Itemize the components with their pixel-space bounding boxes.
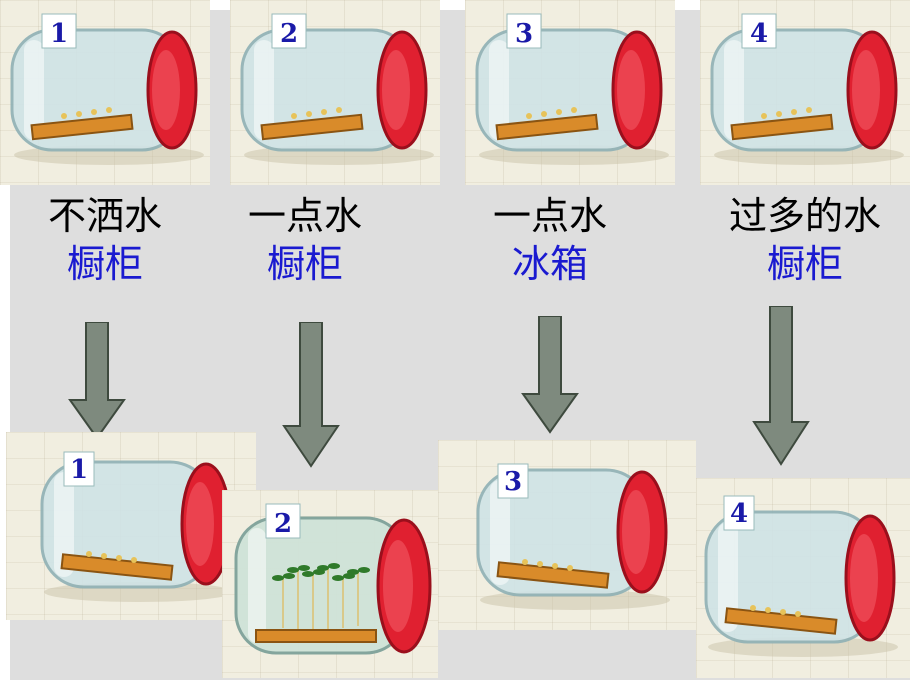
jar-photo-top-4: 4	[700, 0, 910, 185]
jar-4-after: 4	[704, 495, 898, 657]
experiment-label-3: 一点水 冰箱	[465, 192, 635, 288]
sprouts-group	[282, 568, 359, 632]
jar-photo-bottom-1: 1	[6, 432, 256, 620]
condition-label-2: 一点水	[247, 194, 362, 238]
jar-number-bottom-3: 3	[504, 467, 522, 497]
down-arrow-icon-1	[68, 322, 126, 440]
jar-photo-top-1: 1	[0, 0, 210, 185]
jar-1-after: 1	[40, 451, 234, 602]
jar-photo-bottom-3: 3	[438, 440, 696, 630]
place-label-3: 冰箱	[511, 242, 588, 286]
place-label-1: 橱柜	[66, 242, 143, 286]
down-arrow-icon-4	[752, 306, 810, 466]
jar-photo-bottom-2: 2	[222, 490, 438, 678]
experiment-label-4: 过多的水 橱柜	[700, 192, 910, 288]
jar-3-after: 3	[476, 463, 670, 610]
condition-label-4: 过多的水	[728, 194, 881, 238]
jar-1-before: 1	[10, 13, 204, 165]
jar-photo-top-3: 3	[465, 0, 675, 185]
jar-photo-bottom-4: 4	[696, 478, 910, 678]
place-label-2: 橱柜	[266, 242, 343, 286]
condition-label-1: 不洒水	[47, 194, 162, 238]
experiment-label-2: 一点水 橱柜	[220, 192, 390, 288]
condition-label-3: 一点水	[492, 194, 607, 238]
jar-3-before: 3	[475, 13, 669, 165]
jar-number-bottom-1: 1	[70, 455, 88, 485]
down-arrow-icon-3	[521, 316, 579, 434]
jar-number-bottom-4: 4	[730, 499, 748, 529]
jar-number-bottom-2: 2	[274, 509, 292, 539]
jar-photo-top-2: 2	[230, 0, 440, 185]
jar-4-before: 4	[710, 13, 904, 165]
experiment-label-1: 不洒水 橱柜	[20, 192, 190, 288]
jar-2-after: 2	[234, 503, 432, 655]
jar-number-top-3: 3	[515, 19, 533, 49]
jar-number-top-1: 1	[50, 19, 68, 49]
jar-number-top-2: 2	[280, 19, 298, 49]
down-arrow-icon-2	[282, 322, 340, 468]
jar-2-before: 2	[240, 13, 434, 165]
place-label-4: 橱柜	[766, 242, 843, 286]
jar-number-top-4: 4	[750, 19, 768, 49]
